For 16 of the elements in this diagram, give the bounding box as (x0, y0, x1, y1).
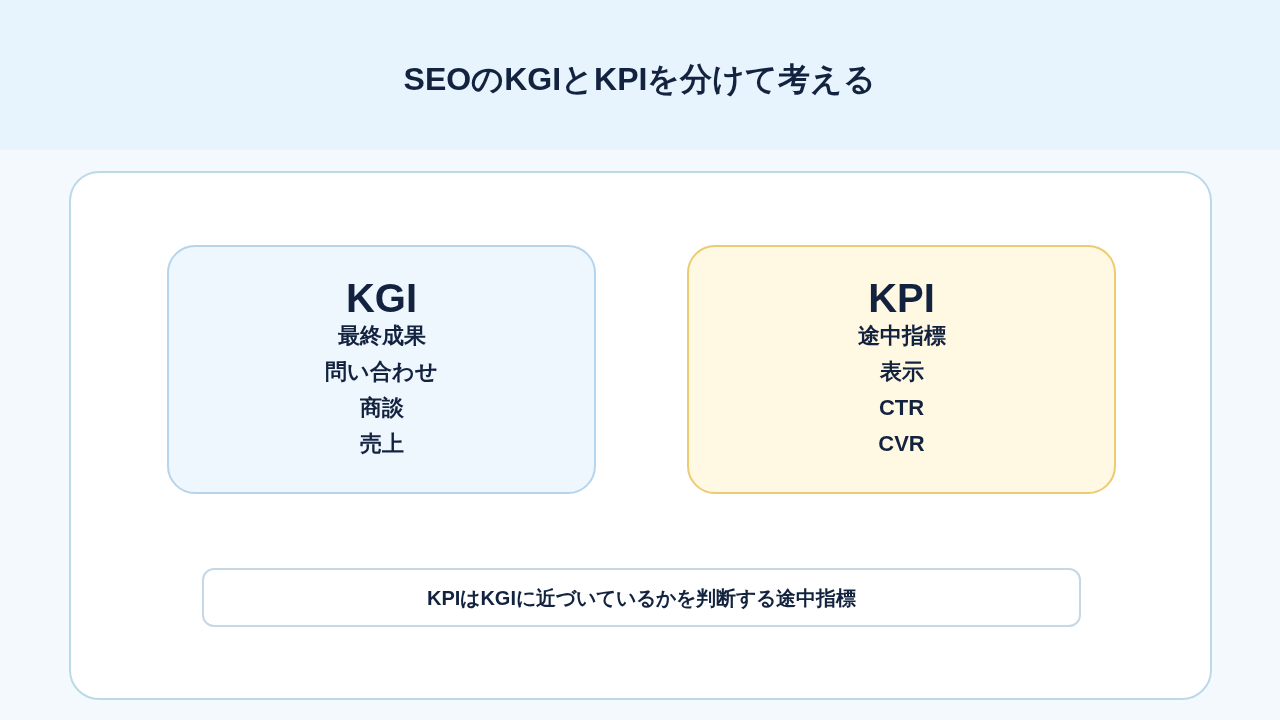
card-item: 表示 (879, 358, 924, 386)
info-card (167, 245, 596, 494)
card-heading: KGI (345, 278, 418, 318)
card-item: CVR (878, 430, 925, 458)
content-panel (69, 171, 1212, 700)
card-item: 商談 (359, 394, 404, 422)
card-item: 最終成果 (337, 322, 426, 350)
card-item: 問い合わせ (325, 358, 438, 386)
note-text: KPIはKGIに近づいているかを判断する途中指標 (427, 585, 856, 611)
card-item: CTR (878, 394, 925, 422)
note-box (202, 568, 1081, 627)
card-item: 途中指標 (857, 322, 946, 350)
card-heading: KPI (868, 278, 935, 318)
info-card (687, 245, 1116, 494)
page-title: SEOのKGIとKPIを分けて考える (403, 60, 877, 99)
card-item: 売上 (359, 430, 404, 458)
